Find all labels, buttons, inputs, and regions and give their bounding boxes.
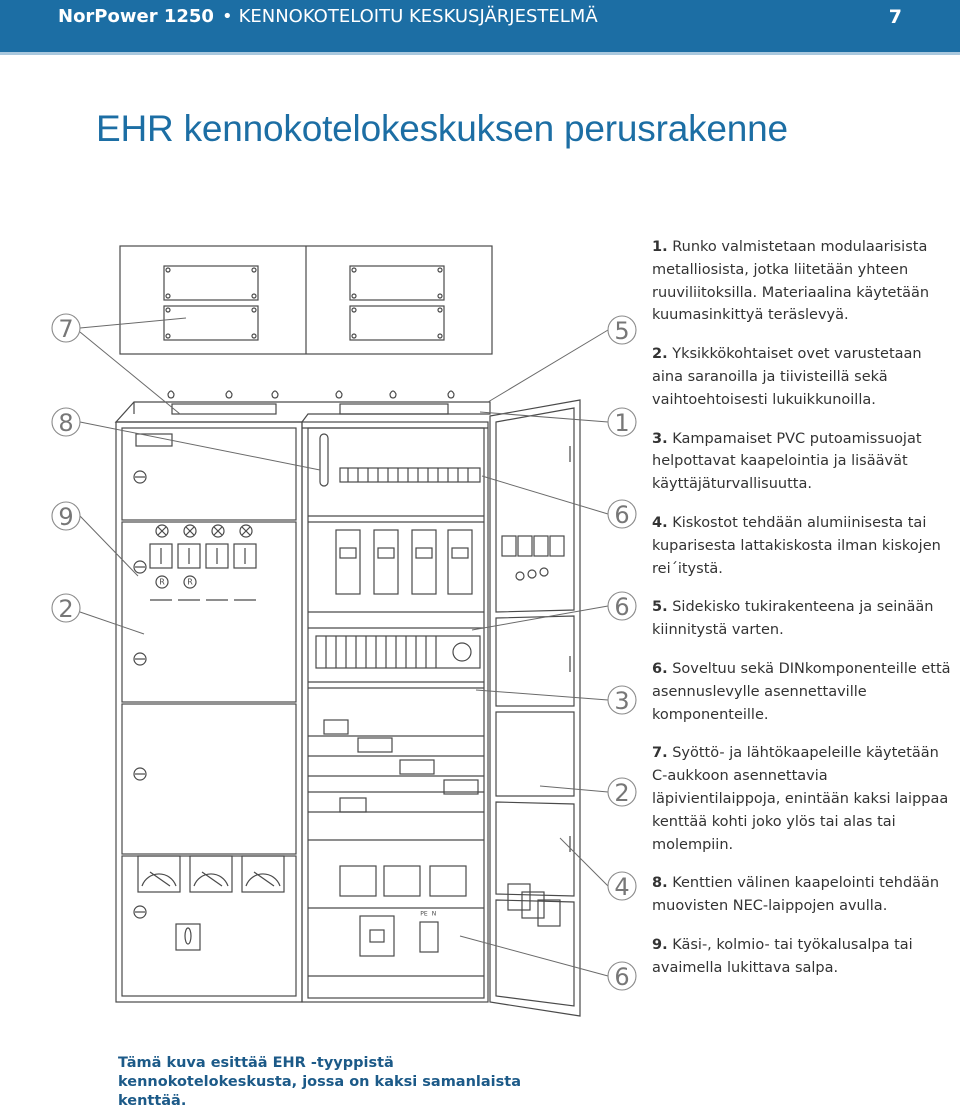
callout-leaders [79, 317, 609, 977]
r-symbol-1 [155, 575, 169, 589]
right-column-interior [301, 421, 489, 1003]
note-6: 6. Soveltuu sekä DINkomponenteille että … [652, 660, 951, 723]
switchgear-drawing: 7 8 9 2 5 1 6 6 3 2 4 6 R R PE N [40, 236, 640, 1036]
switchgear-drawing-svg: 7 8 9 2 5 1 6 6 3 2 4 6 R R PE N [51, 245, 637, 1017]
callout-3: 3 [614, 687, 629, 715]
n-label: N [432, 911, 437, 918]
product-name: NorPower 1250 [58, 6, 214, 27]
callout-1: 1 [614, 409, 629, 437]
callout-7: 7 [58, 315, 73, 343]
r-symbol-2 [183, 575, 197, 589]
callout-2-left: 2 [58, 595, 73, 623]
page-title: EHR kennokotelokeskuksen perusrakenne [96, 108, 788, 149]
note-3: 3. Kampamaiset PVC putoamissuojat helpot… [652, 430, 922, 493]
header-subtitle: KENNOKOTELOITU KESKUSJÄRJESTELMÄ [238, 6, 598, 27]
cabinet-roof [114, 390, 491, 423]
r-label-1: R [159, 578, 165, 587]
note-4: 4. Kiskostot tehdään alumiinisesta tai k… [652, 514, 941, 577]
page-number: 7 [888, 6, 902, 28]
note-7: 7. Syöttö- ja lähtökaapeleille käytetään… [652, 745, 949, 853]
note-5: 5. Sidekisko tukirakenteena ja seinään k… [652, 599, 934, 639]
pe-label: PE [420, 911, 428, 918]
header-separator: • [221, 6, 233, 27]
callout-4: 4 [614, 873, 629, 901]
header-title: NorPower 1250 •KENNOKOTELOITU KESKUSJÄRJE… [58, 0, 598, 52]
cable-entry-plate [119, 245, 493, 355]
open-door [489, 399, 581, 1017]
r-label-2: R [187, 578, 193, 587]
callout-9: 9 [58, 503, 73, 531]
callout-6-c: 6 [614, 963, 629, 991]
callout-circles [51, 313, 637, 991]
note-8: 8. Kenttien välinen kaapelointi tehdään … [652, 875, 940, 915]
note-2: 2. Yksikkökohtaiset ovet varustetaan ain… [652, 346, 922, 408]
callout-2-right: 2 [614, 779, 629, 807]
callout-6-b: 6 [614, 593, 629, 621]
figure-caption: Tämä kuva esittää EHR -tyyppistä kennoko… [118, 1055, 521, 1109]
header-band: NorPower 1250 •KENNOKOTELOITU KESKUSJÄRJE… [0, 0, 960, 55]
callout-5: 5 [614, 317, 629, 345]
note-1: 1. Runko valmistetaan modulaarisista met… [652, 239, 930, 324]
callout-6-a: 6 [614, 501, 629, 529]
note-9: 9. Käsi-, kolmio- tai työkalusalpa tai a… [652, 936, 913, 976]
left-column-closed [115, 421, 303, 1003]
notes-list: 1. Runko valmistetaan modulaarisista met… [652, 236, 952, 996]
callout-8: 8 [58, 409, 73, 437]
